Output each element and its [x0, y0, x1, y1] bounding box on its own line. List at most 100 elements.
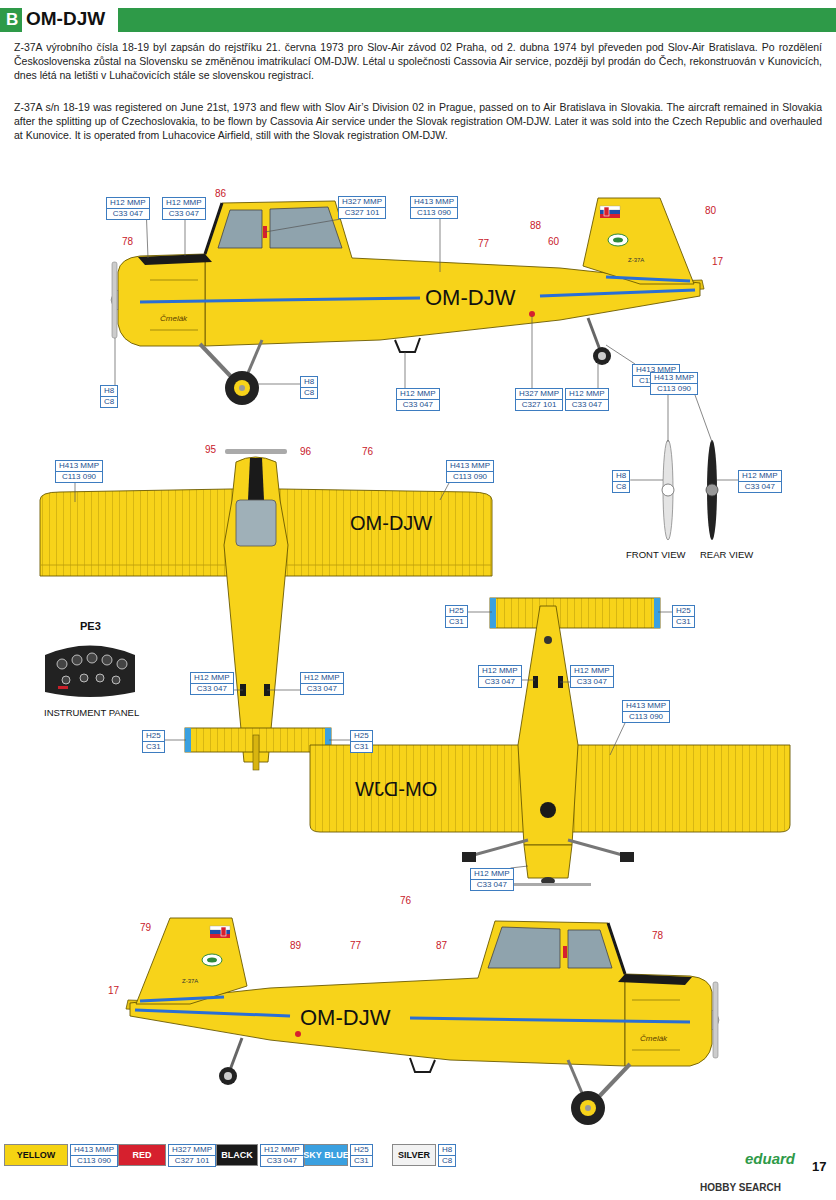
- leader-line: [115, 338, 116, 385]
- paint-code: H12 MMP: [163, 198, 205, 209]
- paint-code: C31: [673, 617, 694, 627]
- paint-code: C33 047: [739, 482, 781, 492]
- panel: [45, 646, 135, 698]
- paint-code-box: H25C31: [445, 605, 468, 628]
- hub: [662, 484, 674, 496]
- paint-code: H12 MMP: [107, 198, 149, 209]
- gear-leg: [470, 840, 528, 856]
- paint-code: C8: [439, 1156, 455, 1166]
- paint-code: H8: [101, 386, 117, 397]
- side-profile: [111, 198, 704, 405]
- callout-number: 60: [548, 236, 559, 248]
- color-swatch: BLACK: [216, 1144, 258, 1166]
- leader-line: [234, 690, 243, 691]
- type-marking: Z-37A: [628, 257, 644, 264]
- history-text: Z-37A s/n 18-19 was registered on June 2…: [14, 100, 822, 142]
- leader-line: [717, 480, 738, 481]
- color-name: BLACK: [221, 1150, 253, 1160]
- gauge: [57, 659, 67, 669]
- fuselage-stripe: [540, 290, 695, 296]
- gauge: [80, 674, 88, 682]
- paint-code: H8: [439, 1145, 455, 1156]
- callout-number: 76: [362, 446, 373, 458]
- paint-code: C31: [351, 1156, 372, 1166]
- paint-code-box: H8C8: [438, 1144, 456, 1167]
- gear-leg: [568, 840, 626, 856]
- tail-wheel: [544, 636, 552, 644]
- paint-code-box: H25C31: [672, 605, 695, 628]
- tail-wheel: [593, 347, 611, 365]
- paint-code: H12 MMP: [479, 666, 521, 677]
- leader-line: [258, 384, 300, 385]
- view-caption: INSTRUMENT PANEL: [44, 708, 139, 719]
- type-marking: Z-37A: [182, 978, 198, 985]
- paint-code: C8: [301, 388, 317, 398]
- paint-code-box: H12 MMPC33 047: [106, 197, 150, 220]
- paint-code: C327 101: [516, 400, 562, 410]
- leader-line: [440, 483, 449, 500]
- part-number: PE3: [80, 620, 101, 633]
- paint-code-box: H12 MMPC33 047: [162, 197, 206, 220]
- paint-code: H12 MMP: [566, 389, 608, 400]
- gauge: [117, 659, 127, 669]
- paint-code: H25: [673, 606, 694, 617]
- paint-code: H8: [301, 377, 317, 388]
- callout-number: 79: [140, 922, 151, 934]
- hub: [706, 484, 718, 496]
- callout-number: 17: [108, 985, 119, 997]
- emblem: [613, 238, 623, 243]
- leader-line: [522, 680, 535, 681]
- wheel: [462, 852, 476, 862]
- gauge: [112, 676, 120, 684]
- paint-code: H25: [351, 731, 372, 742]
- instrument-panel: [45, 646, 135, 698]
- paint-code-box: H12 MMPC33 047: [470, 868, 514, 891]
- propeller-views: [662, 440, 718, 540]
- leader-line: [329, 740, 350, 741]
- paint-code: C33 047: [163, 209, 205, 219]
- paint-code: H327 MMP: [169, 1145, 215, 1156]
- paint-code: H25: [446, 606, 467, 617]
- wheel: [620, 852, 634, 862]
- paint-code: C113 090: [56, 472, 102, 482]
- paint-code-box: H25C31: [142, 730, 165, 753]
- paint-code: H327 MMP: [516, 389, 562, 400]
- paint-code: C33 047: [107, 209, 149, 219]
- watermark: HOBBY SEARCH: [700, 1182, 781, 1194]
- window: [218, 210, 262, 248]
- paint-code-box: H327 MMPC327 101: [168, 1144, 216, 1167]
- leader-line: [630, 480, 663, 481]
- registration: OM-DJW: [300, 1005, 390, 1030]
- registration: OM-DJW: [355, 778, 437, 801]
- paint-code-box: H413 MMPC113 090: [55, 460, 103, 483]
- leader-line: [658, 612, 672, 613]
- paint-code: H12 MMP: [471, 869, 513, 880]
- paint-code: C33 047: [571, 677, 613, 687]
- leader-line: [265, 219, 341, 232]
- paint-code: H12 MMP: [571, 666, 613, 677]
- aircraft-name: Čmelák: [160, 314, 187, 323]
- panel-line: [150, 330, 198, 331]
- paint-code: C113 090: [623, 712, 669, 722]
- view-caption: FRONT VIEW: [626, 550, 685, 561]
- leader-line: [267, 690, 300, 691]
- panel-line: [150, 280, 198, 281]
- leader-line: [405, 352, 406, 388]
- color-name: YELLOW: [17, 1150, 56, 1160]
- paint-code-box: H12 MMPC33 047: [190, 672, 234, 695]
- anti-glare: [138, 254, 212, 265]
- paint-code-box: H8C8: [612, 470, 630, 493]
- paint-code-box: H8C8: [300, 376, 318, 399]
- paint-code: C8: [613, 482, 629, 492]
- callout-number: 77: [350, 940, 361, 952]
- propeller: [225, 449, 287, 454]
- page-title: OM-DJW: [26, 9, 105, 30]
- anti-glare: [248, 458, 264, 500]
- propeller: [112, 262, 117, 338]
- color-swatch: SILVER: [392, 1144, 436, 1166]
- callout-number: 77: [478, 238, 489, 250]
- window: [270, 207, 342, 248]
- fin-stripe: [606, 277, 690, 281]
- leader-line: [668, 395, 669, 442]
- history-text: Z-37A výrobního čísla 18-19 byl zapsán d…: [14, 40, 822, 82]
